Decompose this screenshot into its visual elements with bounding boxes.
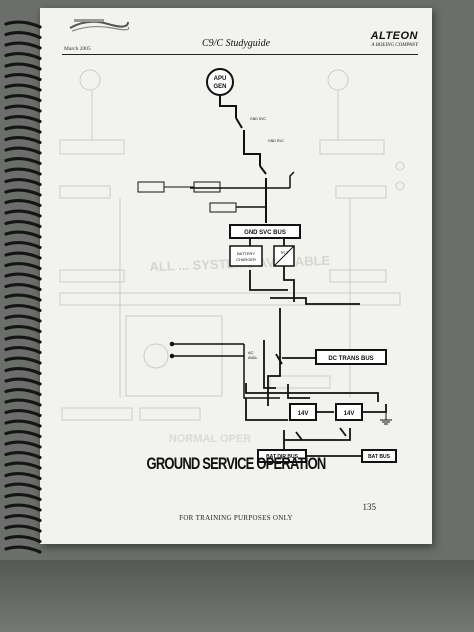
spiral-coil [4,471,42,481]
spiral-coil [4,366,42,376]
spiral-coil [4,534,42,544]
spiral-coil [4,240,42,250]
page-title: C9/C Studyguide [201,38,271,49]
spiral-coil [4,251,42,260]
svg-text:GND SVC: GND SVC [268,139,284,143]
spiral-coil [4,377,42,386]
issue-date: March 2005 [64,46,91,52]
spiral-coil [4,272,42,281]
svg-text:CHARGER: CHARGER [236,257,256,262]
svg-text:AC: AC [248,350,254,355]
spiral-coil [4,104,42,113]
spiral-coil [4,356,42,365]
spiral-coil [4,30,42,40]
gnd-svc-bus: GND SVC BUS [229,224,301,239]
spiral-coil [4,387,42,397]
battery-14v-right: 14V [335,403,363,421]
spiral-coil [4,450,42,460]
airline-logo-icon [69,19,130,32]
bat-dir-bus: BAT DIR BUS [257,449,307,463]
spiral-coil [4,209,42,218]
header-logo [68,16,130,52]
spiral-coil [4,345,42,355]
svg-text:GEN: GEN [213,84,226,90]
transformer-rectifier: TR 2 [273,245,295,267]
spiral-coil [4,51,42,61]
spiral-coil [4,72,42,82]
ghost-layer [59,69,405,421]
dc-trans-bus: DC TRANS BUS [282,349,387,365]
background-surface [0,560,474,632]
ground-symbol-icon [380,412,392,425]
spiral-coil [4,398,42,407]
spiral-coil [4,177,42,187]
footer-text: FOR TRAINING PURPOSES ONLY [179,514,293,522]
spiral-coil [4,114,42,124]
spiral-coil [4,492,42,502]
svg-text:BAT DIR BUS: BAT DIR BUS [266,454,299,460]
spiral-binding [4,20,42,554]
apu-generator: APU GEN [206,68,234,96]
spiral-coil [4,429,42,439]
svg-text:GND SVC BUS: GND SVC BUS [244,230,286,236]
brand-subtitle: A BOEING COMPANY [371,43,418,48]
ghost-bottom-text: NORMAL OPER [169,433,251,445]
page-number: 135 [362,502,377,512]
svg-text:14V: 14V [298,411,309,417]
svg-text:GND SVC: GND SVC [250,117,266,121]
spiral-coil [4,303,42,313]
spiral-coil [4,125,42,134]
spiral-coil [4,219,42,229]
document-page: March 2005 C9/C Studyguide ALTEON A BOEI… [40,8,432,544]
spiral-coil [4,83,42,92]
spiral-coil [4,461,42,470]
relay-branch [137,171,295,213]
svg-text:TR 2: TR 2 [280,251,288,255]
spiral-coil [4,324,42,334]
battery-14v-left: 14V [289,403,317,421]
svg-text:AVAIL: AVAIL [248,356,257,360]
battery-charger: BATTERY CHARGER [229,245,263,267]
spiral-coil [4,135,42,145]
bus-feeds [249,238,360,406]
spiral-coil [4,513,42,523]
ac-feed [169,341,280,399]
spiral-coil [4,41,42,50]
svg-text:BAT BUS: BAT BUS [368,454,391,460]
spiral-coil [4,230,42,239]
svg-text:DC TRANS BUS: DC TRANS BUS [328,356,373,362]
spiral-coil [4,545,42,554]
spiral-coil [4,167,42,176]
spiral-coil [4,503,42,512]
electrical-schematic: ALL ... SYSTEMS AVAILABLE NORMAL OPER AP… [59,68,405,463]
spiral-coil [4,408,42,418]
spiral-coil [4,198,42,208]
spiral-coil [4,482,42,491]
section-heading: GROUND SERVICE OPERATION [146,454,327,473]
spiral-coil [4,524,42,533]
spiral-coil [4,146,42,155]
spiral-coil [4,282,42,292]
brand-block: ALTEON A BOEING COMPANY [371,30,418,48]
spiral-coil [4,62,42,71]
spiral-coil [4,188,42,197]
spiral-coil [4,156,42,166]
svg-text:14V: 14V [344,411,355,417]
spiral-coil [4,20,42,29]
spiral-coil [4,440,42,449]
apu-feed-line [219,95,267,223]
spiral-coil [4,293,42,302]
svg-text:BATTERY: BATTERY [237,251,255,256]
spiral-coil [4,261,42,271]
svg-text:APU: APU [214,76,227,82]
spiral-coil [4,93,42,103]
spiral-coil [4,314,42,323]
brand-name: ALTEON [370,30,418,42]
spiral-coil [4,419,42,428]
bat-bus: BAT BUS [361,449,397,463]
spiral-coil [4,335,42,344]
header-rule [62,54,418,55]
